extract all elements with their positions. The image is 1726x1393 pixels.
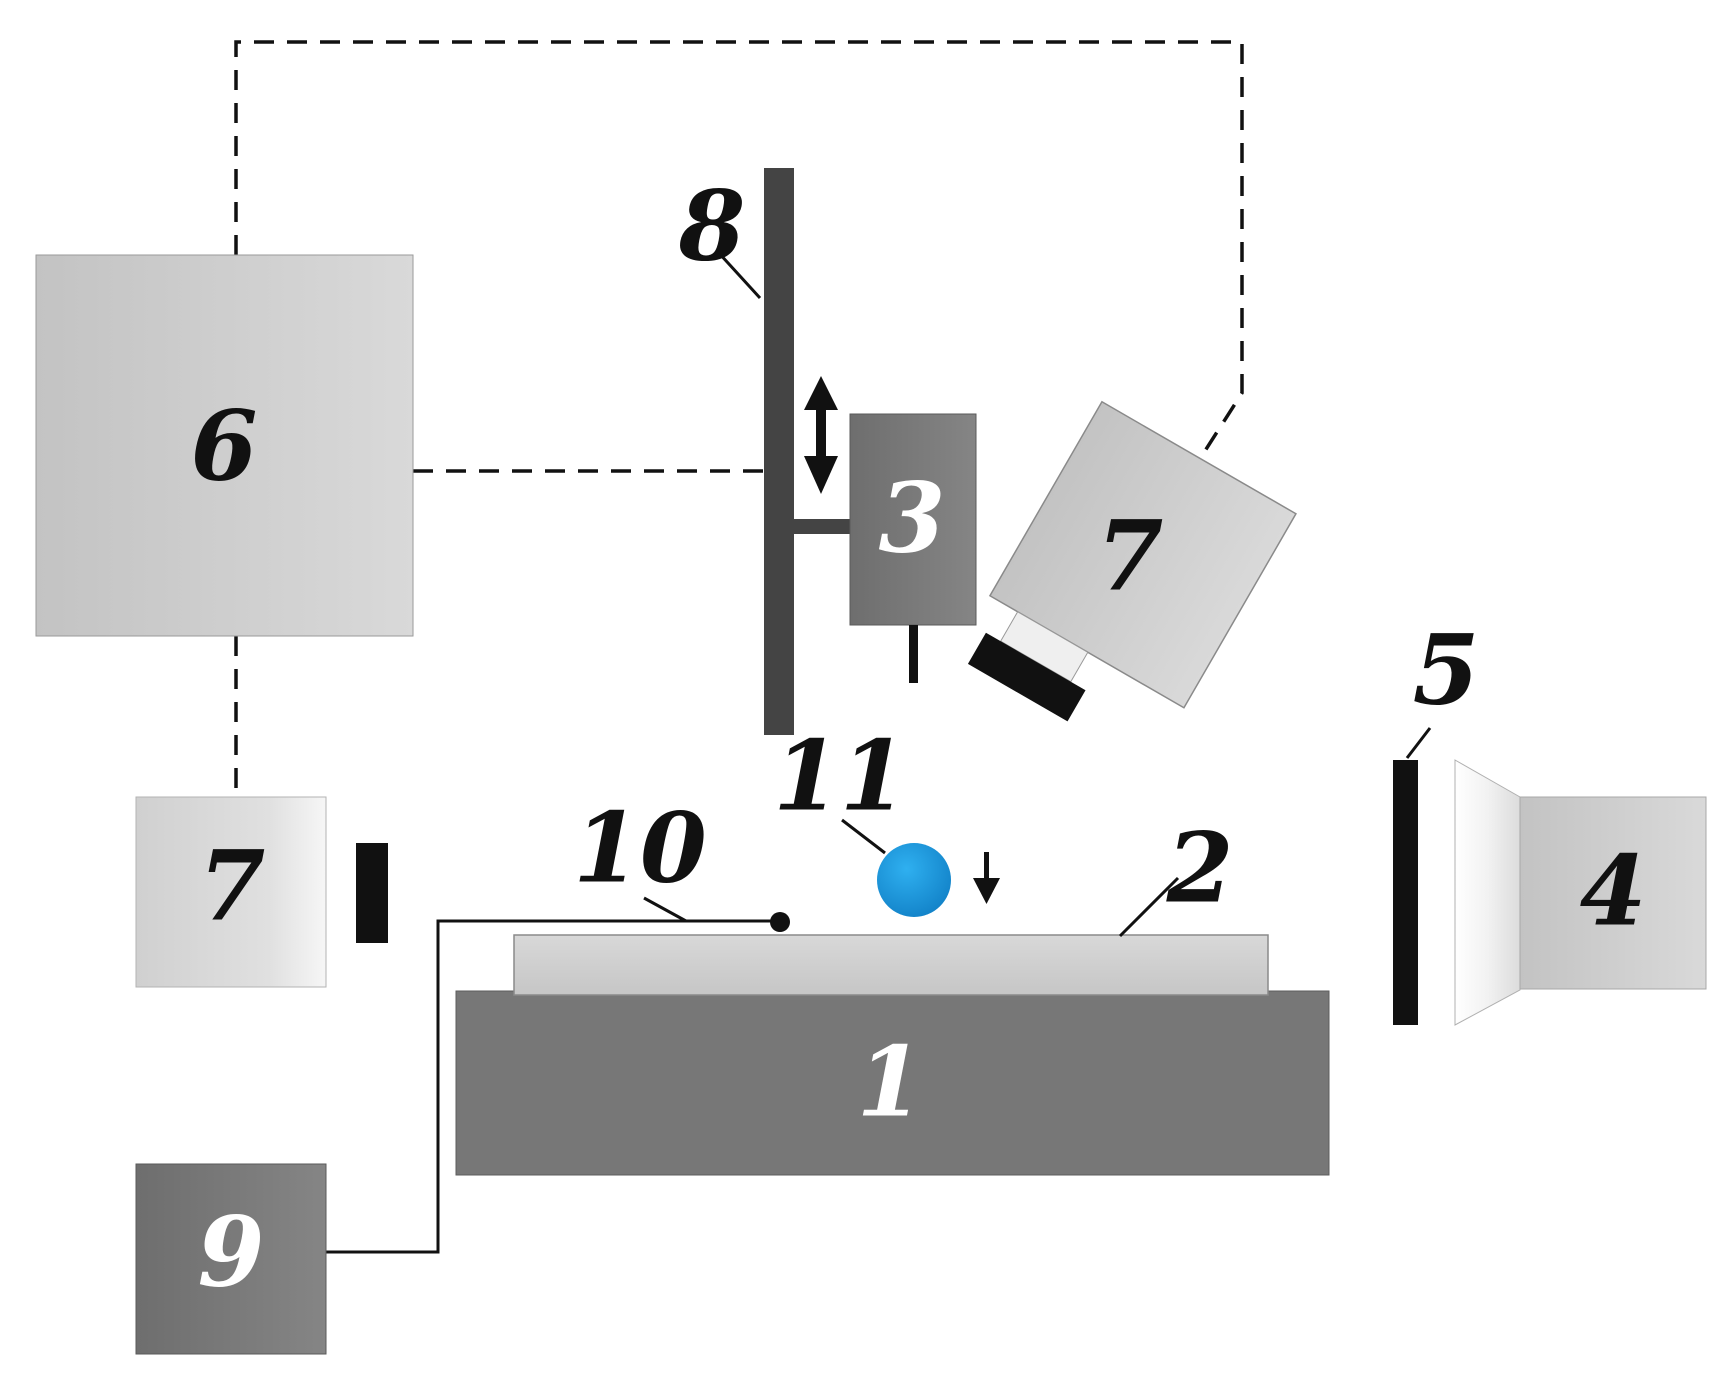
label-6: 6 <box>191 390 258 503</box>
label-9: 9 <box>198 1196 265 1309</box>
side-camera-lens-cap <box>356 843 388 943</box>
leader-8 <box>716 250 762 300</box>
plate: 2 <box>513 812 1269 996</box>
stand: 8 <box>678 168 850 735</box>
dropper-needle <box>909 625 918 683</box>
controller-box: 6 <box>35 254 414 637</box>
leader-10 <box>643 896 687 923</box>
base: 1 <box>455 990 1330 1176</box>
label-8: 8 <box>678 170 746 283</box>
angled-camera-lens-cap <box>967 632 1086 722</box>
drop-circle <box>877 843 951 917</box>
label-7-angled: 7 <box>1097 500 1164 613</box>
leader-5 <box>1405 727 1432 759</box>
line-controller-to-angled-camera <box>234 40 1244 466</box>
label-7-side: 7 <box>199 830 266 943</box>
label-1: 1 <box>857 1026 924 1139</box>
signal-lines <box>234 40 1244 797</box>
label-4: 4 <box>1580 835 1647 948</box>
dropper-box: 3 <box>849 413 977 683</box>
stand-arm <box>794 519 850 534</box>
diffuser: 5 <box>1393 614 1480 1025</box>
falling-arrow-icon <box>973 852 1000 904</box>
leader-2 <box>1118 876 1180 938</box>
meter-box: 9 <box>135 1163 327 1355</box>
label-10: 10 <box>573 792 707 905</box>
vertical-move-arrow-icon <box>804 376 838 494</box>
label-2: 2 <box>1166 812 1234 925</box>
angled-camera <box>967 400 1297 722</box>
probe-wire: 10 <box>326 792 790 1254</box>
probe-tip <box>770 912 790 932</box>
drop: 11 <box>773 720 1000 917</box>
label-5: 5 <box>1413 614 1480 727</box>
label-11: 11 <box>773 720 907 833</box>
light-source: 4 <box>1454 759 1707 1026</box>
light-source-lens <box>1454 759 1521 1026</box>
leader-11 <box>841 818 886 855</box>
side-camera: 7 <box>135 796 388 988</box>
angled-camera-lens <box>999 611 1089 683</box>
label-3: 3 <box>879 462 946 575</box>
probe-wire-path <box>326 919 780 1254</box>
